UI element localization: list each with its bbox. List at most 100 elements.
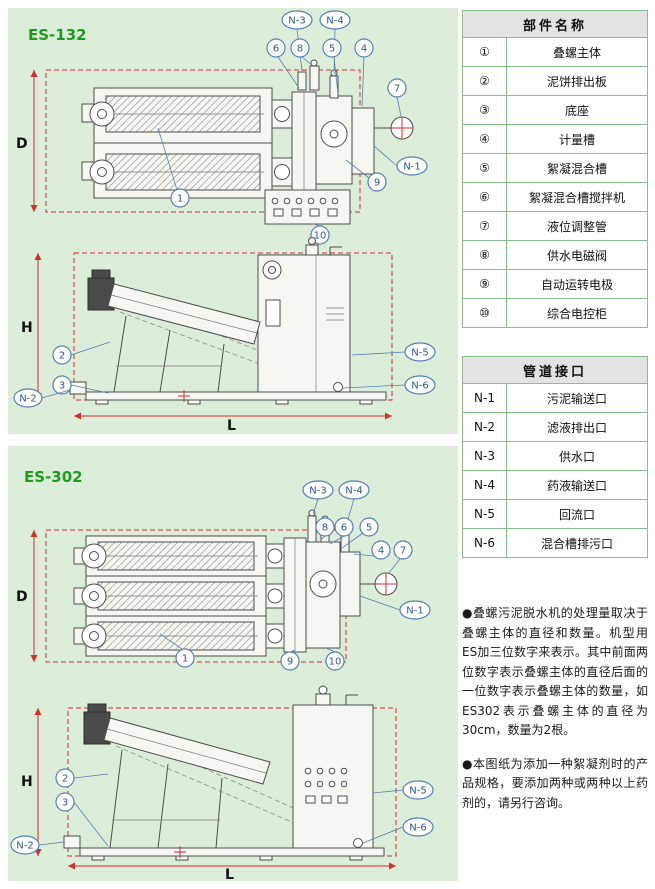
svg-text:N-5: N-5: [411, 348, 428, 359]
callout-7: 7: [387, 540, 413, 575]
diagram-panel-es132: ES-132 D: [8, 8, 458, 434]
callout-8: 8: [315, 517, 335, 541]
svg-text:8: 8: [297, 44, 303, 55]
part-number: ④: [462, 124, 507, 154]
svg-text:2: 2: [59, 351, 65, 362]
part-name: 底座: [506, 95, 648, 125]
part-name: 液位调整管: [506, 211, 648, 241]
callout-1: 1: [159, 633, 195, 668]
callout-n2: N-2: [13, 388, 71, 408]
note-paragraph: ●本图纸为添加一种絮凝剂时的产品规格，要添加两种或两种以上药剂的，请另行咨询。: [462, 756, 648, 810]
dimension-h-label: H: [21, 320, 33, 336]
part-number: ①: [462, 37, 507, 67]
dimension-l: L: [74, 412, 392, 434]
dimension-h: H: [21, 253, 42, 400]
part-number: ⑤: [462, 153, 507, 183]
callout-1: 1: [157, 127, 190, 208]
dimension-h-label: H: [21, 774, 33, 790]
pipe-number: N-5: [462, 499, 507, 529]
svg-text:3: 3: [62, 798, 68, 809]
callout-6: 6: [266, 38, 300, 89]
pipes-table-title: 管道接口: [462, 356, 648, 384]
svg-text:N-2: N-2: [19, 394, 36, 405]
es302-top-view: D: [16, 480, 431, 671]
callout-5: 5: [322, 38, 342, 95]
svg-text:N-4: N-4: [345, 486, 362, 497]
callout-9: 9: [280, 649, 300, 671]
model-label: ES-132: [28, 26, 87, 44]
callout-3: 3: [55, 792, 109, 847]
part-number: ⑥: [462, 182, 507, 212]
part-number: ③: [462, 95, 507, 125]
es132-side-view: H L: [13, 237, 436, 434]
dimension-d-label: D: [16, 136, 28, 152]
callout-n1: N-1: [359, 595, 431, 620]
notes: ●叠螺污泥脱水机的处理量取决于叠螺主体的直径和数量。机型用 ES加三位数字来表示…: [462, 604, 648, 813]
part-name: 絮凝混合槽搅拌机: [506, 182, 648, 212]
dimension-d: D: [16, 530, 38, 662]
parts-table-title: 部件名称: [462, 10, 648, 38]
dimension-l: L: [68, 862, 396, 881]
callout-3: 3: [52, 375, 109, 395]
callout-n3: N-3: [281, 10, 313, 72]
svg-text:5: 5: [329, 44, 335, 55]
part-number: ⑩: [462, 298, 507, 328]
pipe-number: N-6: [462, 528, 507, 558]
dimension-d-label: D: [16, 589, 28, 605]
part-name: 泥饼排出板: [506, 66, 648, 96]
pipe-name: 混合槽排污口: [506, 528, 648, 558]
svg-text:4: 4: [378, 546, 384, 557]
pipe-name: 供水口: [506, 441, 648, 471]
model-label: ES-302: [24, 468, 83, 486]
svg-text:9: 9: [374, 178, 380, 189]
callout-6: 6: [329, 517, 354, 545]
part-number: ⑨: [462, 269, 507, 299]
es132-top-view: D: [16, 10, 428, 245]
pipe-number: N-1: [462, 383, 507, 413]
part-name: 综合电控柜: [506, 298, 648, 328]
callout-4: 4: [354, 38, 374, 107]
machine-elevation: [69, 237, 387, 405]
callout-n4: N-4: [338, 480, 370, 530]
svg-text:N-3: N-3: [309, 486, 326, 497]
pipe-number: N-4: [462, 470, 507, 500]
es132-drawing: ES-132 D: [13, 10, 436, 434]
svg-text:6: 6: [341, 523, 347, 534]
callout-7: 7: [387, 78, 407, 117]
pipe-name: 回流口: [506, 499, 648, 529]
svg-text:4: 4: [361, 44, 367, 55]
svg-text:3: 3: [59, 381, 65, 392]
svg-text:1: 1: [177, 194, 183, 205]
svg-text:N-5: N-5: [409, 786, 426, 797]
svg-text:N-4: N-4: [326, 16, 343, 27]
part-number: ⑦: [462, 211, 507, 241]
svg-text:5: 5: [366, 523, 372, 534]
part-name: 计量槽: [506, 124, 648, 154]
pipe-name: 污泥输送口: [506, 383, 648, 413]
control-panel-plan: [264, 189, 351, 225]
callout-n3: N-3: [302, 480, 334, 515]
svg-text:N-3: N-3: [288, 16, 305, 27]
pipe-name: 药液输送口: [506, 470, 648, 500]
svg-text:8: 8: [322, 523, 328, 534]
pipe-number: N-3: [462, 441, 507, 471]
callout-n6: N-6: [342, 375, 436, 395]
callout-n2: N-2: [10, 835, 65, 855]
svg-text:N-1: N-1: [403, 162, 420, 173]
